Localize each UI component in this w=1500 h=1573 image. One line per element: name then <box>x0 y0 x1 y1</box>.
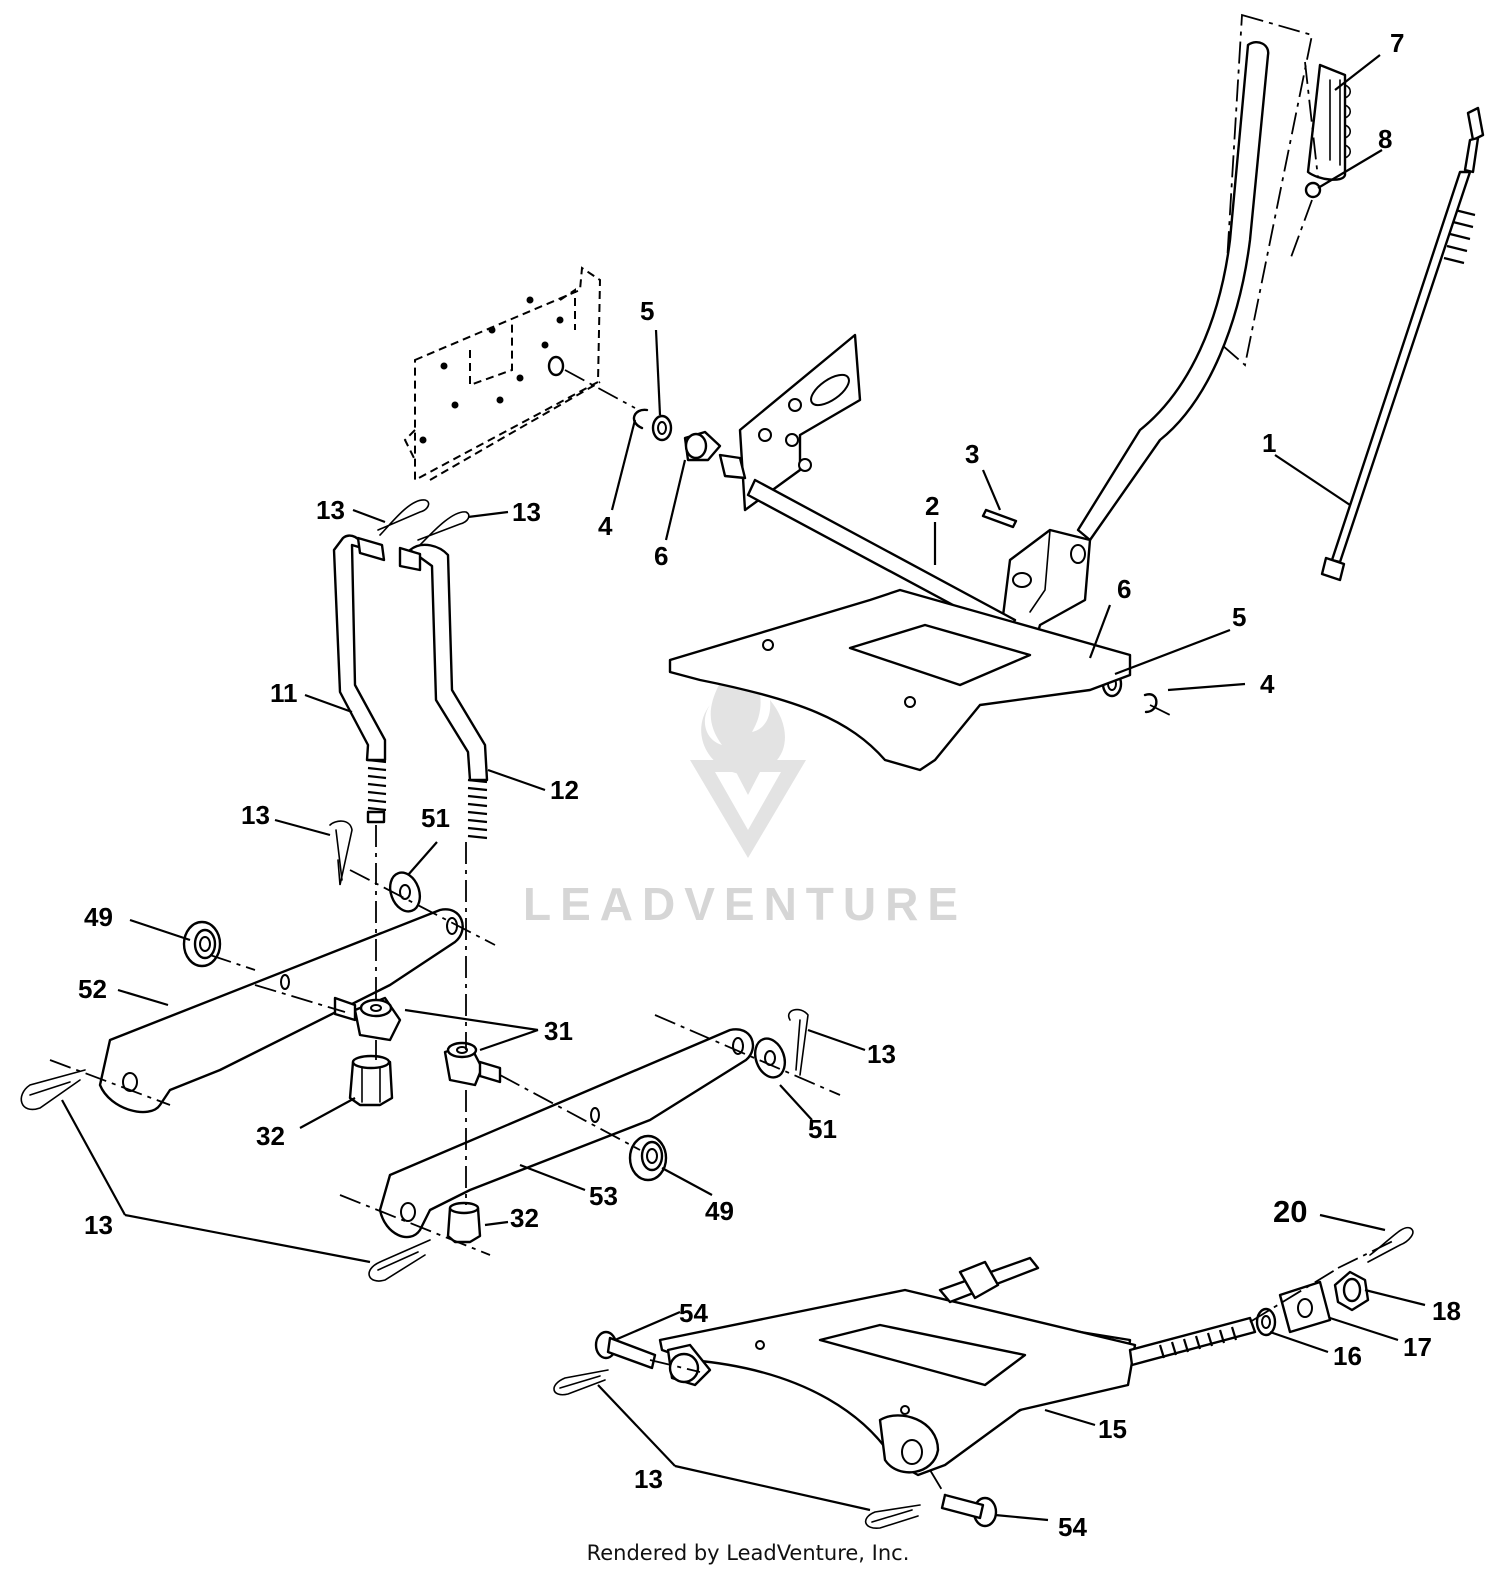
part-51-washers <box>388 871 787 1079</box>
callout-5-left: 5 <box>640 296 654 326</box>
callout-8: 8 <box>1378 124 1392 154</box>
frame-bracket <box>403 266 636 482</box>
part-13-hairpins-lower <box>20 1069 431 1282</box>
part-3-key <box>981 508 1018 529</box>
callout-1: 1 <box>1262 428 1276 458</box>
part-54-clevis-pins <box>594 1330 998 1528</box>
part-13-hairpins-top <box>377 499 470 546</box>
callout-32-left: 32 <box>256 1121 285 1151</box>
callout-18: 18 <box>1432 1296 1461 1326</box>
callout-5-right: 5 <box>1232 602 1246 632</box>
callout-53: 53 <box>589 1181 618 1211</box>
callout-2: 2 <box>925 491 939 521</box>
part-31-trunnions <box>333 996 502 1087</box>
part-8-ball <box>1304 181 1322 199</box>
callout-13-middle-left: 13 <box>241 800 270 830</box>
leader-lines <box>61 54 1426 1522</box>
handle-outline <box>1221 13 1314 367</box>
callout-13-bottom: 13 <box>634 1464 663 1494</box>
callout-52: 52 <box>78 974 107 1004</box>
part-1-lift-rod <box>1320 106 1485 582</box>
callout-49-left: 49 <box>84 902 113 932</box>
callout-54-bottom: 54 <box>1058 1512 1087 1542</box>
watermark-text: LEADVENTURE <box>523 878 967 930</box>
callout-51-top: 51 <box>421 803 450 833</box>
callout-4-right: 4 <box>1260 669 1275 699</box>
part-12-link <box>398 543 489 840</box>
callout-3: 3 <box>965 439 979 469</box>
callout-6-right: 6 <box>1117 574 1131 604</box>
part-13-hairpins-bottom <box>553 1369 921 1529</box>
callout-4-left: 4 <box>598 511 613 541</box>
callout-7: 7 <box>1390 28 1404 58</box>
callout-31: 31 <box>544 1016 573 1046</box>
part-20-hairpin <box>1367 1226 1414 1263</box>
part-2-lift-shaft <box>718 333 1067 667</box>
part-13-hairpin-left <box>329 820 353 886</box>
watermark: LEADVENTURE <box>523 650 967 930</box>
part-15-bracket-body <box>658 1256 1257 1477</box>
callout-17: 17 <box>1403 1332 1432 1362</box>
parts-16-17-18 <box>1255 1270 1370 1337</box>
callout-12: 12 <box>550 775 579 805</box>
part-32-lock-nuts <box>348 1054 482 1244</box>
parts-4-5-6-left <box>632 408 722 462</box>
lift-lever <box>998 41 1270 667</box>
callout-51-right: 51 <box>808 1114 837 1144</box>
callout-6-left: 6 <box>654 541 668 571</box>
callout-54-top: 54 <box>679 1298 708 1328</box>
center-lines <box>49 61 1396 1496</box>
part-7-grip <box>1306 63 1352 181</box>
callouts: 1 2 3 4 4 5 5 6 6 7 8 11 12 13 13 13 13 … <box>78 28 1461 1542</box>
part-13-hairpin-right <box>787 1008 809 1076</box>
part-11-link <box>332 534 387 824</box>
callout-11: 11 <box>270 678 298 708</box>
callout-32-right: 32 <box>510 1203 539 1233</box>
part-52-lift-arm <box>98 908 464 1114</box>
callout-15: 15 <box>1098 1414 1127 1444</box>
callout-49-right: 49 <box>705 1196 734 1226</box>
callout-20: 20 <box>1273 1194 1307 1229</box>
callout-16: 16 <box>1333 1341 1362 1371</box>
part-53-lift-arm <box>378 1028 755 1239</box>
callout-13-lower-left: 13 <box>84 1210 113 1240</box>
callout-13-top-left: 13 <box>316 495 345 525</box>
callout-13-middle-right: 13 <box>867 1039 896 1069</box>
callout-13-top-right: 13 <box>512 497 541 527</box>
credit-text: Rendered by LeadVenture, Inc. <box>587 1541 910 1565</box>
